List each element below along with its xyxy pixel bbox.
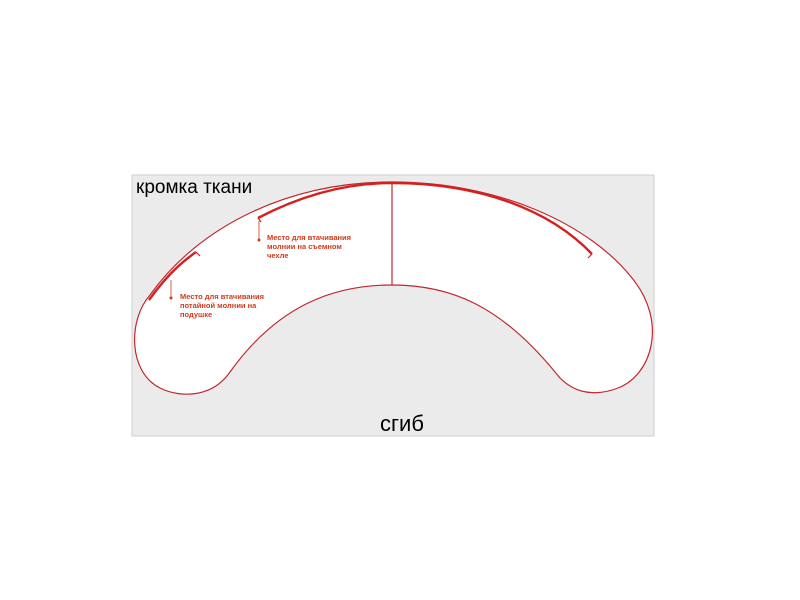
pillow-zipper-note-line: подушке [180, 310, 212, 319]
zipper-tick [257, 217, 262, 223]
fold-label: сгиб [380, 411, 424, 436]
cover-zipper-note-line: Место для втачивания [267, 233, 351, 242]
zipper-tick [587, 253, 593, 259]
pillow-zipper-line [148, 251, 197, 301]
cover-zipper-note-line: чехле [267, 251, 288, 260]
cover-zipper-note-line: молнии на съемном [267, 242, 342, 251]
cover-zipper-note: Место для втачивания молнии на съемном ч… [267, 233, 353, 260]
cover-zipper-line [257, 181, 593, 255]
cover-zipper-pointer-dot [257, 238, 261, 242]
pillow-zipper-note-line: Место для втачивания [180, 292, 264, 301]
pillow-zipper-note-line: потайной молнии на [180, 301, 257, 310]
zipper-tick [195, 251, 201, 257]
pillow-zipper-pointer-dot [169, 296, 173, 300]
pillow-zipper-note: Место для втачивания потайной молнии на … [180, 292, 266, 319]
fabric-edge-label: кромка ткани [136, 177, 252, 198]
